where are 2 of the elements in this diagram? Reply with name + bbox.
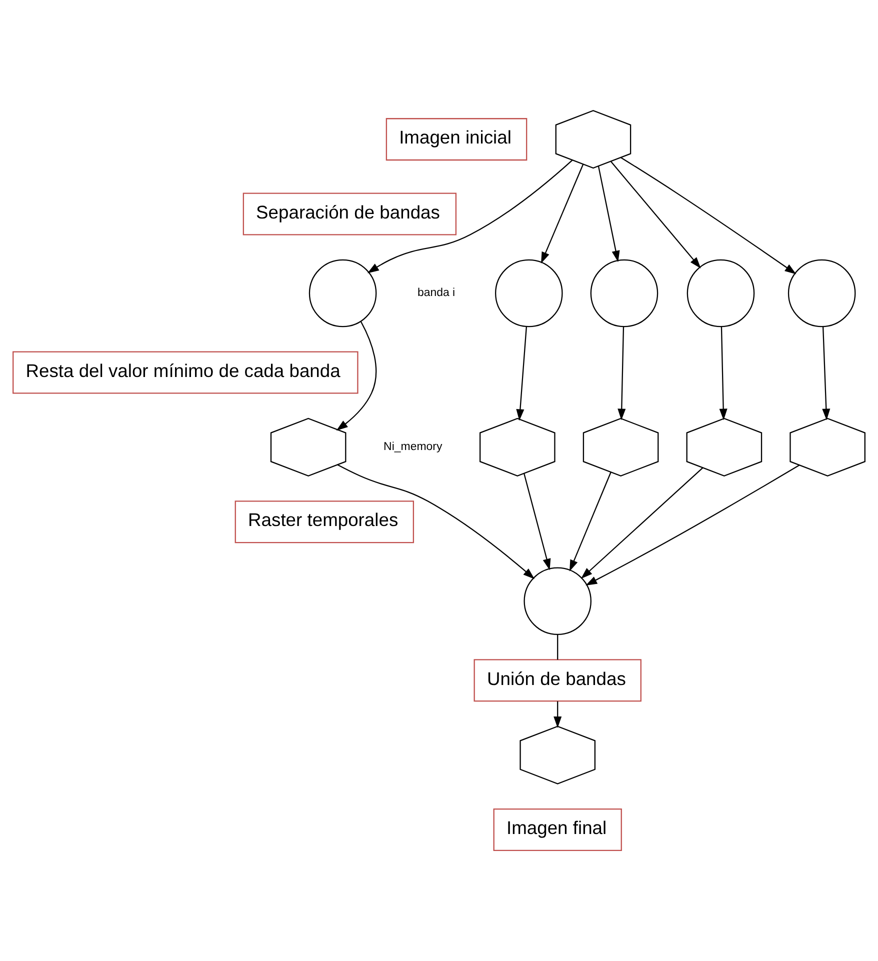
node-label: banda i — [417, 287, 456, 300]
node-label: Ni_memory — [384, 441, 442, 454]
